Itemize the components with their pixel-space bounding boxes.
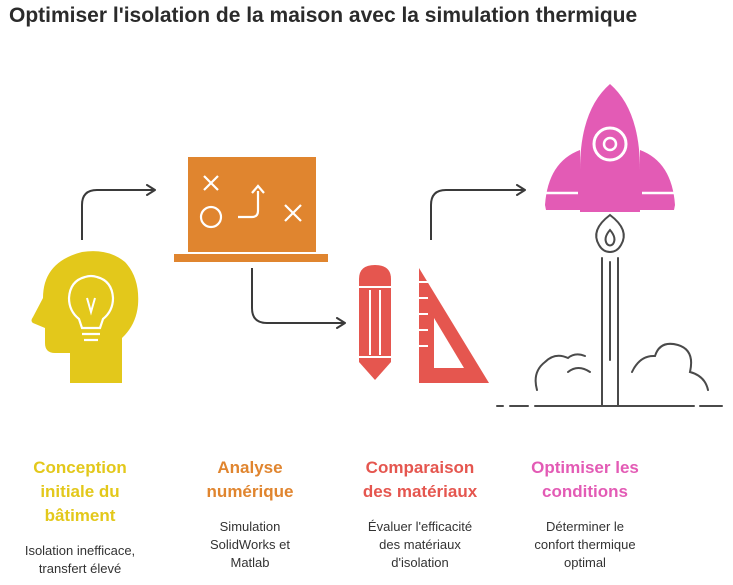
step-4-title: Optimiser les conditions <box>531 458 639 501</box>
step-1-title: Conception initiale du bâtiment <box>33 458 127 525</box>
head-lightbulb-icon <box>31 251 139 383</box>
step-3-description: Évaluer l'efficacité des matériaux d'iso… <box>367 519 473 570</box>
strategy-board-icon <box>174 157 328 262</box>
step-2-title: Analyse numérique <box>206 458 294 501</box>
arrow-1-to-2 <box>81 184 156 240</box>
step-4-description: Déterminer le confort thermique optimal <box>534 519 636 570</box>
pencil-ruler-icon <box>359 265 489 383</box>
arrow-3-to-4 <box>430 184 526 240</box>
rocket-icon <box>542 84 678 254</box>
arrow-2-to-3 <box>251 268 346 329</box>
diagram-title: Optimiser l'isolation de la maison avec … <box>9 4 638 27</box>
step-2-description: Simulation SolidWorks et Matlab <box>210 519 290 570</box>
smoke-trail <box>496 257 723 407</box>
step-3-title: Comparaison des matériaux <box>362 458 478 501</box>
step-1-description: Isolation inefficace, transfert élevé <box>24 543 136 576</box>
